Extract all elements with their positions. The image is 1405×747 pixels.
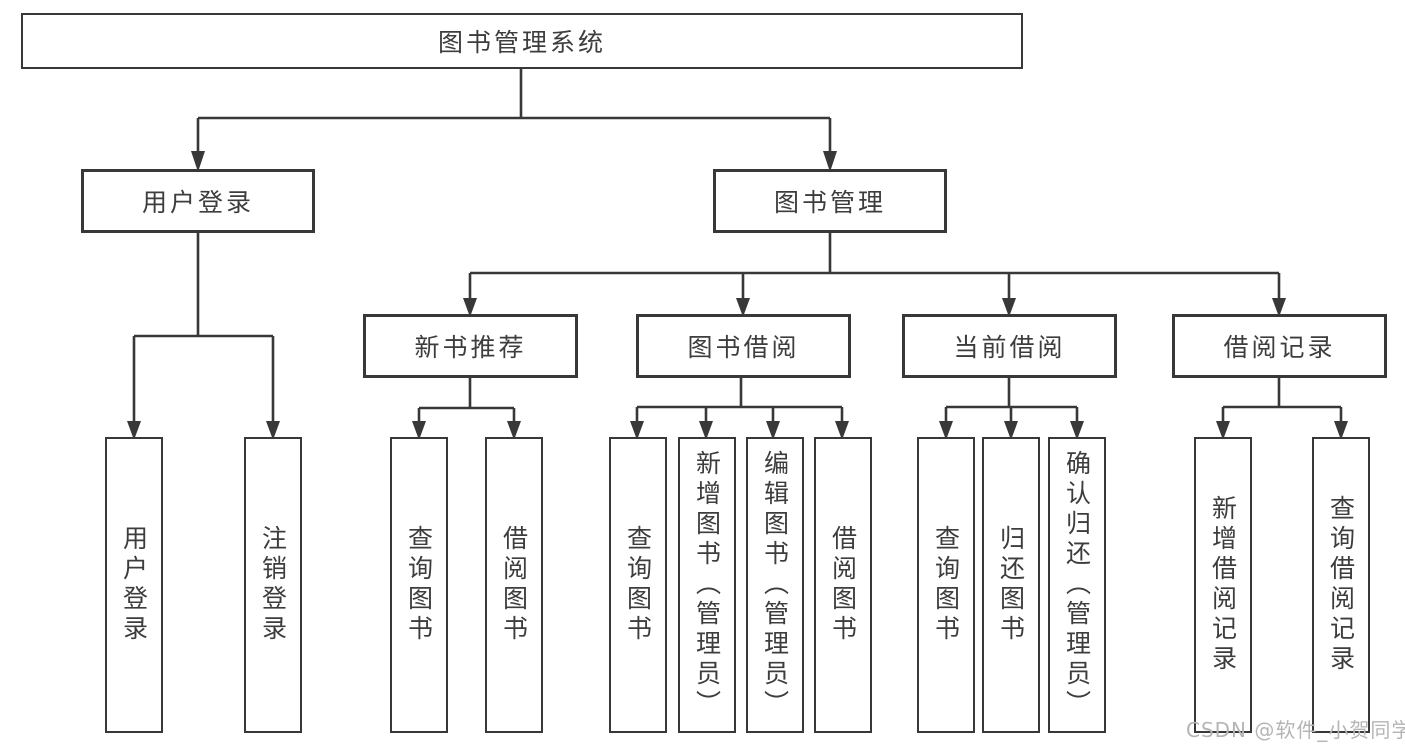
node-borrow-records: 借阅记录	[1172, 314, 1387, 378]
edge-book-mgmt-to-level3	[463, 233, 1286, 317]
node-user-login: 用户登录	[81, 169, 315, 233]
node-new-book-recommend: 新书推荐	[363, 314, 578, 378]
edge-book-borrow-to-leaves	[630, 378, 849, 440]
leaf-query-books-current-label: 查询图书	[931, 525, 961, 645]
leaf-add-borrow-record: 新增借阅记录	[1194, 437, 1252, 733]
leaf-query-books-recommend-label: 查询图书	[404, 525, 434, 645]
node-user-login-label: 用户登录	[141, 188, 254, 217]
leaf-query-borrow-record-label: 查询借阅记录	[1326, 495, 1356, 675]
leaf-edit-books-admin-label: 编辑图书（管理员）	[760, 450, 790, 720]
node-book-borrowing: 图书借阅	[636, 314, 851, 378]
leaf-add-books-admin-label: 新增图书（管理员）	[692, 450, 722, 720]
edge-user-login-to-leaves	[127, 233, 280, 440]
node-borrow-records-label: 借阅记录	[1223, 333, 1336, 362]
leaf-query-books-borrowing-label: 查询图书	[623, 525, 653, 645]
leaf-logout-label: 注销登录	[258, 525, 288, 645]
leaf-confirm-return-admin-label: 确认归还（管理员）	[1062, 450, 1092, 720]
leaf-add-books-admin: 新增图书（管理员）	[678, 437, 736, 733]
leaf-query-books-recommend: 查询图书	[390, 437, 448, 733]
leaf-borrow-books-recommend: 借阅图书	[485, 437, 543, 733]
node-new-book-recommend-label: 新书推荐	[414, 333, 527, 362]
leaf-return-books-label: 归还图书	[996, 525, 1026, 645]
node-book-management: 图书管理	[713, 169, 947, 233]
leaf-query-books-current: 查询图书	[917, 437, 975, 733]
leaf-add-borrow-record-label: 新增借阅记录	[1208, 495, 1238, 675]
leaf-borrow-books-borrowing-label: 借阅图书	[828, 525, 858, 645]
edge-borrow-rec-to-leaves	[1216, 378, 1348, 440]
leaf-borrow-books-borrowing: 借阅图书	[814, 437, 872, 733]
leaf-confirm-return-admin: 确认归还（管理员）	[1048, 437, 1106, 733]
node-current-borrowing: 当前借阅	[902, 314, 1117, 378]
node-root-system-label: 图书管理系统	[437, 28, 606, 57]
node-book-management-label: 图书管理	[773, 188, 886, 217]
node-root-system: 图书管理系统	[21, 13, 1023, 69]
node-current-borrowing-label: 当前借阅	[953, 333, 1066, 362]
leaf-return-books: 归还图书	[982, 437, 1040, 733]
edge-cur-borrow-to-leaves	[939, 378, 1084, 440]
node-book-borrowing-label: 图书借阅	[687, 333, 800, 362]
leaf-query-borrow-record: 查询借阅记录	[1312, 437, 1370, 733]
edge-root-to-level2	[191, 67, 837, 172]
csdn-watermark: CSDN @软件_小贺同学	[1186, 718, 1405, 742]
leaf-query-books-borrowing: 查询图书	[609, 437, 667, 733]
edge-new-book-to-leaves	[412, 378, 521, 440]
leaf-user-login-label: 用户登录	[119, 525, 149, 645]
leaf-user-login: 用户登录	[105, 437, 163, 733]
leaf-logout: 注销登录	[244, 437, 302, 733]
leaf-borrow-books-recommend-label: 借阅图书	[499, 525, 529, 645]
leaf-edit-books-admin: 编辑图书（管理员）	[746, 437, 804, 733]
